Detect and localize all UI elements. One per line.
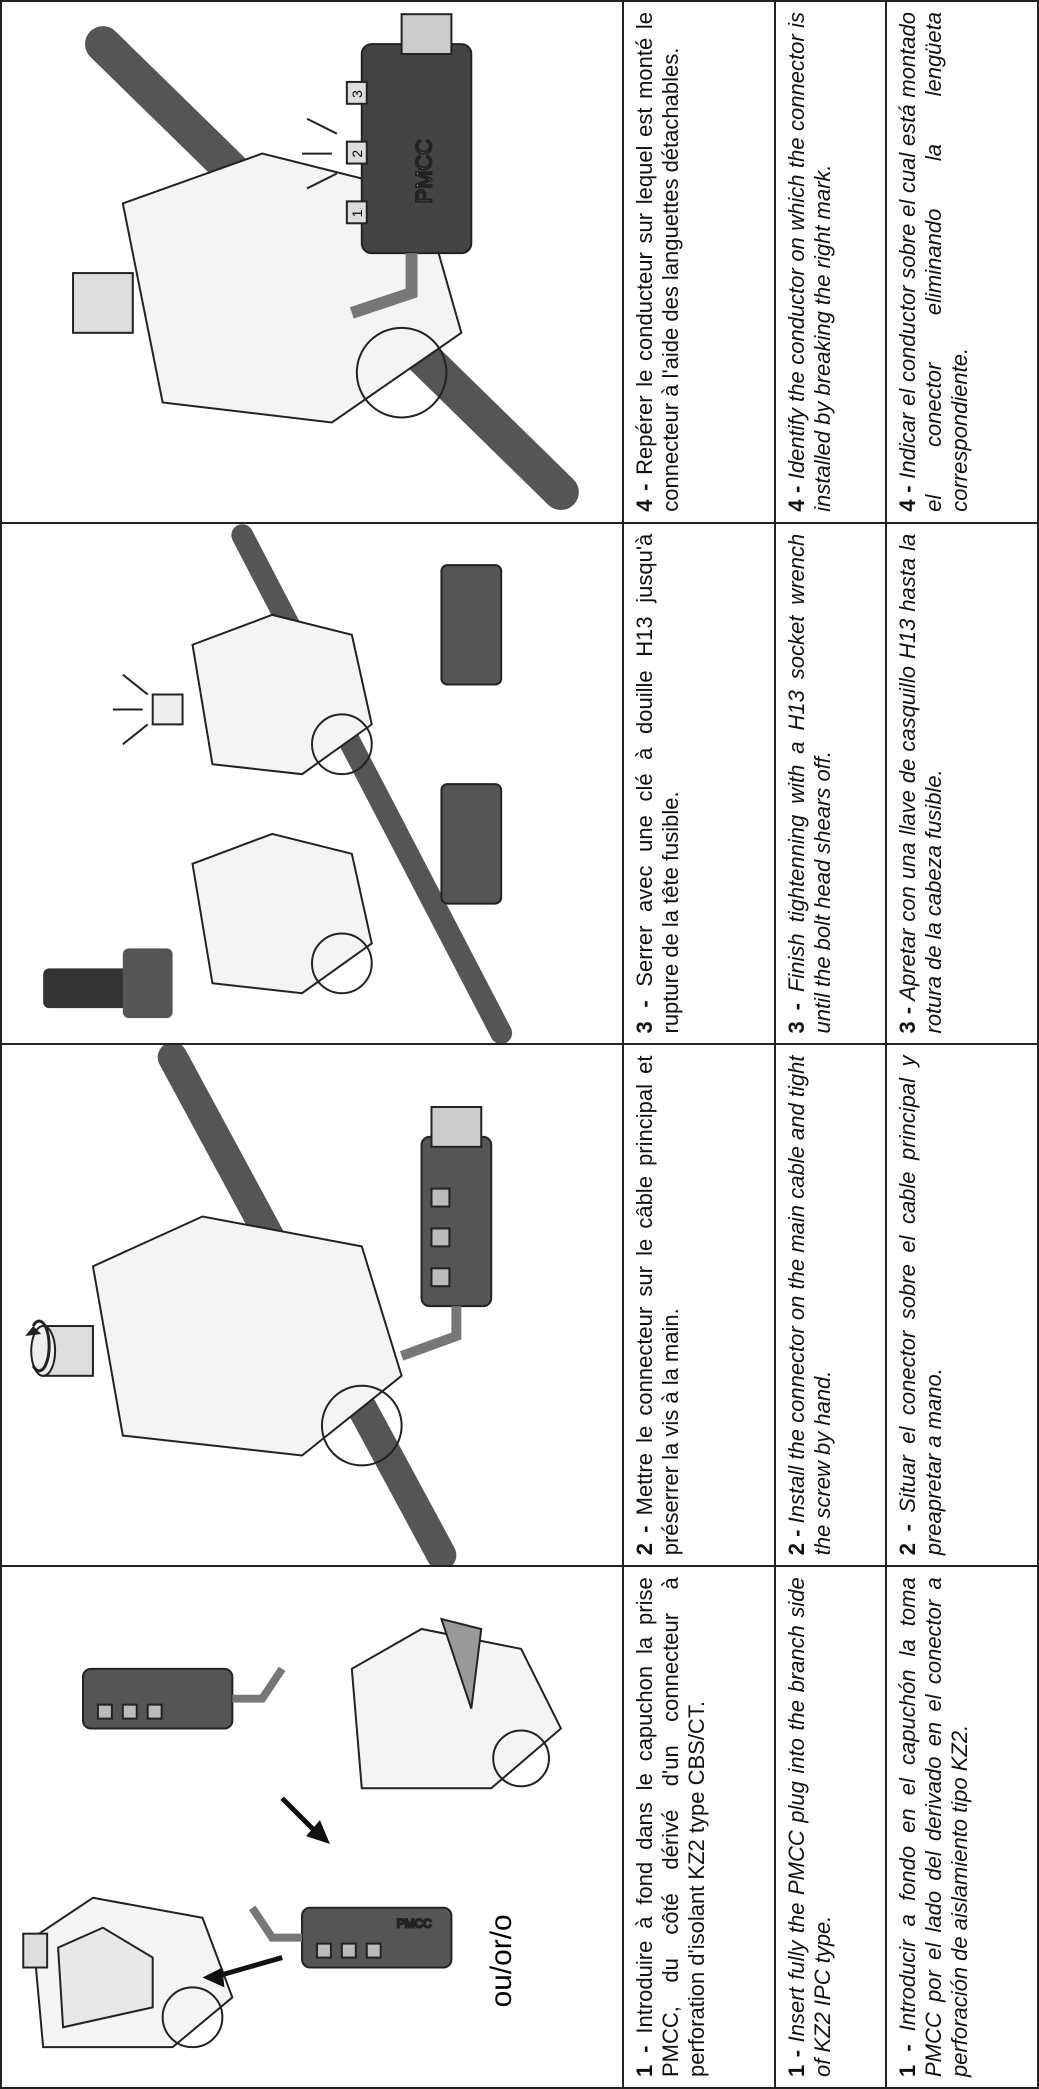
step-1-fr: 1 - Introduire à fond dans le capuchon l… bbox=[623, 1566, 775, 2088]
tab-label-1: 1 bbox=[349, 209, 365, 217]
alternative-label: ou/or/o bbox=[485, 1914, 518, 2007]
step-number: 4 - bbox=[784, 486, 809, 512]
step-number: 2 - bbox=[895, 1524, 920, 1555]
step-number: 2 - bbox=[784, 1530, 809, 1556]
step-2-es: 2 - Situar el conector sobre el cable pr… bbox=[886, 1045, 1038, 1567]
tab-label-2: 2 bbox=[349, 149, 365, 157]
step-text: Indicar el conductor sobre el cual está … bbox=[895, 12, 972, 512]
step-3-drawing bbox=[2, 524, 622, 1044]
pmcc-label-step4: PMCC bbox=[411, 139, 436, 203]
step-text: Insert fully the PMCC plug into the bran… bbox=[784, 1577, 835, 2077]
step-1-es: 1 - Introducir a fondo en el capuchón la… bbox=[886, 1566, 1038, 2088]
step-3-es: 3 - Apretar con una llave de casquillo H… bbox=[886, 523, 1038, 1045]
step-text: Finish tightenning with a H13 socket wre… bbox=[784, 534, 835, 1034]
step-text: Identify the conductor on which the conn… bbox=[784, 12, 835, 512]
step-4-drawing: PMCC 1 2 3 bbox=[2, 2, 622, 522]
step-2-en: 2 - Install the connector on the main ca… bbox=[775, 1045, 886, 1567]
step-text: Introduire à fond dans le capuchon la pr… bbox=[632, 1577, 709, 2077]
step-1-illustration: PMCC ou/or/o bbox=[1, 1566, 623, 2088]
step-3-illustration bbox=[1, 523, 623, 1045]
step-number: 4 - bbox=[895, 485, 920, 511]
step-2-drawing bbox=[2, 1046, 622, 1566]
pmcc-plug-2 bbox=[83, 1669, 282, 1729]
illustration-row: PMCC ou/or/o bbox=[1, 1, 623, 2088]
step-number: 3 - bbox=[784, 1003, 809, 1034]
step-3-fr: 3 - Serrer avec une clé à douille H13 ju… bbox=[623, 523, 775, 1045]
french-row: 1 - Introduire à fond dans le capuchon l… bbox=[623, 1, 775, 2088]
step-2-fr: 2 - Mettre le connecteur sur le câble pr… bbox=[623, 1045, 775, 1567]
english-row: 1 - Insert fully the PMCC plug into the … bbox=[775, 1, 886, 2088]
step-4-fr: 4 - Repérer le conducteur sur lequel est… bbox=[623, 1, 775, 523]
step-number: 3 - bbox=[632, 1000, 657, 1033]
step-text: Introducir a fondo en el capuchón la tom… bbox=[895, 1577, 972, 2077]
step-number: 2 - bbox=[632, 1526, 657, 1556]
step-text: Situar el conector sobre el cable princi… bbox=[895, 1056, 946, 1556]
step-number: 1 - bbox=[632, 2046, 657, 2077]
step-number: 1 - bbox=[784, 2050, 809, 2077]
step-number: 1 - bbox=[895, 2044, 920, 2077]
tab-label-3: 3 bbox=[349, 90, 365, 98]
connector-shape bbox=[23, 1898, 232, 2047]
step-1-drawing: PMCC ou/or/o bbox=[2, 1567, 622, 2087]
step-4-es: 4 - Indicar el conductor sobre el cual e… bbox=[886, 1, 1038, 523]
step-1-en: 1 - Insert fully the PMCC plug into the … bbox=[775, 1566, 886, 2088]
step-3-en: 3 - Finish tightenning with a H13 socket… bbox=[775, 523, 886, 1045]
step-text: Apretar con una llave de casquillo H13 h… bbox=[895, 534, 946, 1034]
step-text: Repérer le conducteur sur lequel est mon… bbox=[632, 12, 683, 512]
step-text: Mettre le connecteur sur le câble princi… bbox=[632, 1056, 683, 1556]
step-text: Install the connector on the main cable … bbox=[784, 1056, 835, 1556]
step-text: Serrer avec une clé à douille H13 jusqu'… bbox=[632, 534, 683, 1034]
step-4-en: 4 - Identify the conductor on which the … bbox=[775, 1, 886, 523]
step-number: 4 - bbox=[632, 484, 657, 512]
pmcc-label: PMCC bbox=[397, 1917, 433, 1931]
connector-shape-2 bbox=[352, 1619, 561, 1788]
step-number: 3 - bbox=[895, 1007, 920, 1034]
step-4-illustration: PMCC 1 2 3 bbox=[1, 1, 623, 523]
step-2-illustration bbox=[1, 1045, 623, 1567]
spanish-row: 1 - Introducir a fondo en el capuchón la… bbox=[886, 1, 1038, 2088]
